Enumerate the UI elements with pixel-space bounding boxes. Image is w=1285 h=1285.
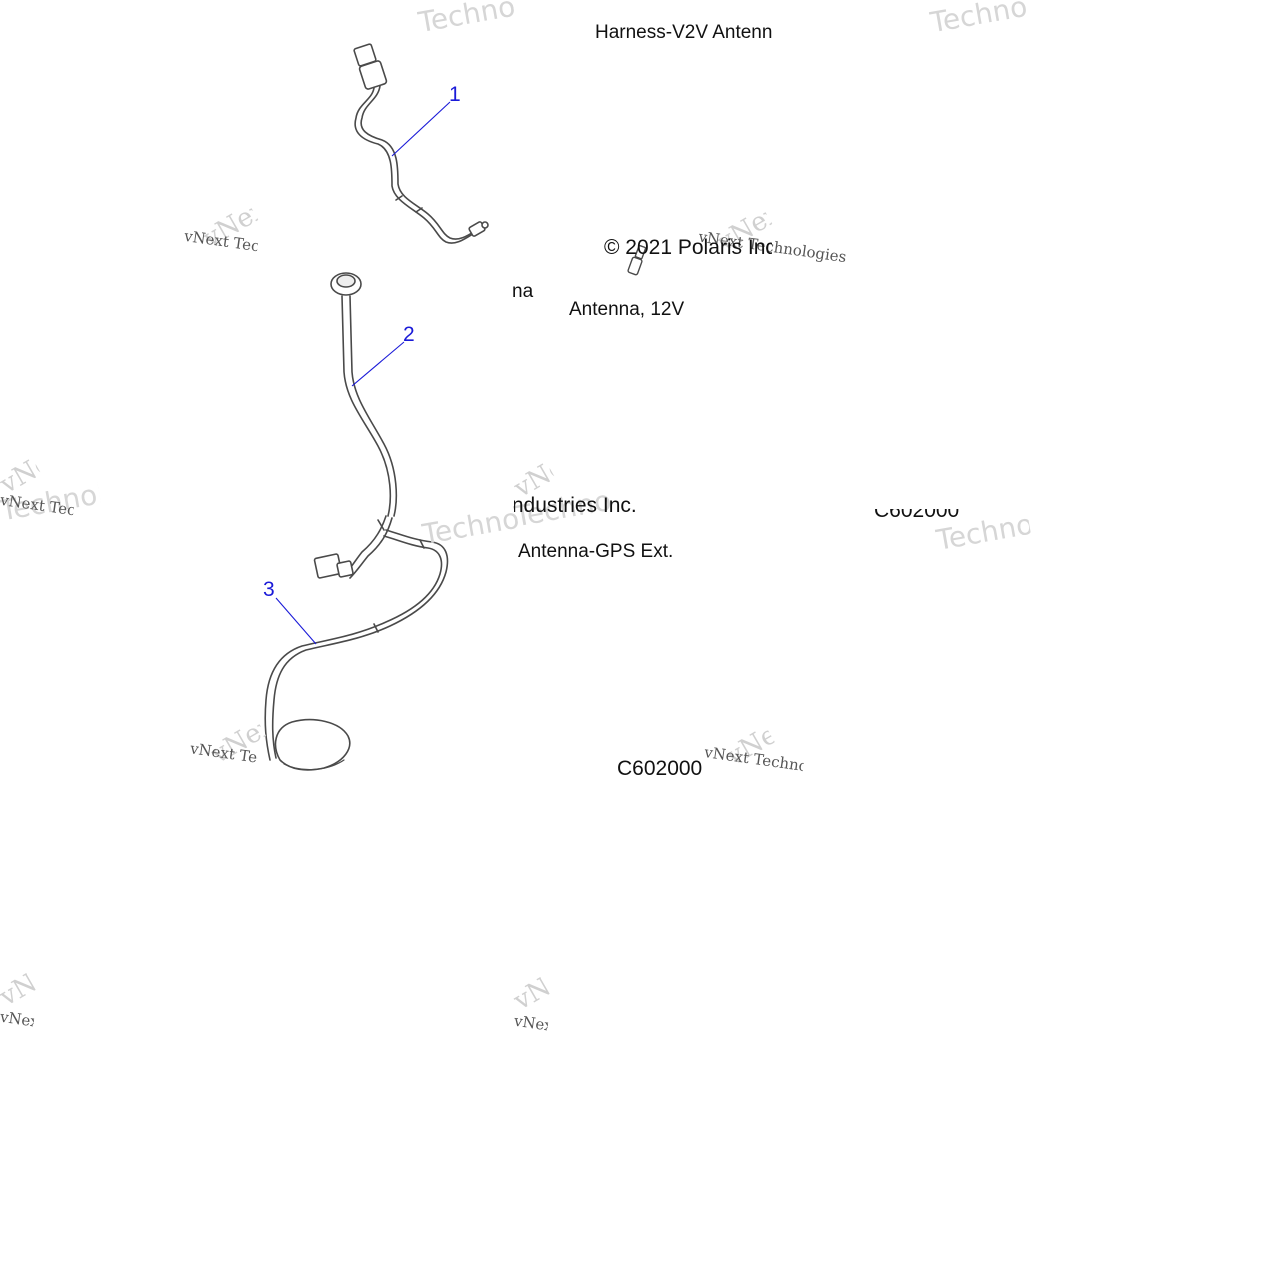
callout-leaders [275, 101, 451, 645]
antenna-12v-connector [627, 244, 647, 276]
label-industries-inc: Industries Inc. [514, 494, 644, 518]
label-code-partial-text: C602000 [874, 509, 960, 521]
label-antenna-12v: Antenna, 12V [569, 299, 685, 320]
label-code-partial: C602000 [874, 509, 966, 521]
label-antenna-gps-ext: Antenna-GPS Ext. [518, 541, 674, 562]
antenna-gps-part [264, 529, 449, 771]
callout-2: 2 [403, 323, 415, 346]
callout-3-leader [275, 597, 317, 645]
callout-1-leader [391, 101, 451, 157]
antenna-12v-part [313, 272, 398, 579]
label-antenna-partial: na [512, 281, 534, 302]
label-copyright: © 2021 Polaris Industries Inc. [604, 236, 772, 259]
harness-v2v-part [353, 43, 489, 244]
label-code-bottom: C602000 [617, 757, 703, 778]
label-harness-v2v-antenna: Harness-V2V Antenna [595, 22, 772, 43]
callout-2-leader [351, 341, 405, 387]
callout-3: 3 [263, 578, 275, 601]
callout-1: 1 [449, 83, 461, 106]
label-industries-inc-text: Industries Inc. [514, 494, 637, 517]
